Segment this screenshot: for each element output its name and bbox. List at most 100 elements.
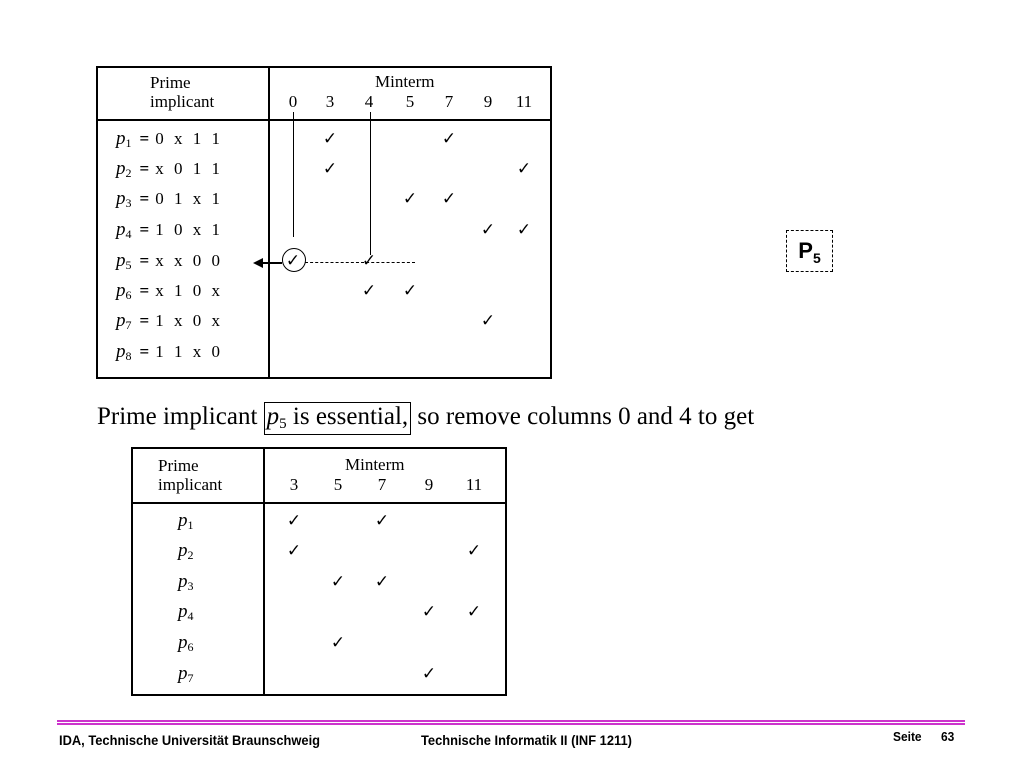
footer-bar bbox=[57, 720, 965, 725]
table-2-minterm-label: 5 bbox=[333, 475, 343, 494]
footer-bar-top bbox=[57, 720, 965, 722]
implicant-name: p bbox=[178, 571, 188, 592]
table-2-header-minterm: Minterm bbox=[345, 455, 405, 474]
sentence-after: so remove columns 0 and 4 to get bbox=[411, 403, 755, 430]
implicant-bits: 0 1 x 1 bbox=[155, 189, 221, 208]
table-1-row-label: p7 = 1 x 0 x bbox=[116, 310, 221, 333]
table-2-minterm-label: 3 bbox=[289, 475, 299, 494]
p5-annotation-box: P5 bbox=[786, 230, 833, 272]
table-1-minterm-label: 0 bbox=[288, 92, 298, 111]
table-1-divider-vertical bbox=[268, 68, 270, 379]
implicant-bits: 1 x 0 x bbox=[155, 311, 221, 330]
equals-sign: = bbox=[139, 189, 150, 208]
implicant-name: p bbox=[178, 663, 188, 684]
table-1-divider-horizontal bbox=[98, 119, 550, 121]
implicant-subscript: 6 bbox=[187, 640, 194, 654]
table-2-row-label: p2 bbox=[178, 540, 194, 563]
table-1-row-label: p6 = x 1 0 x bbox=[116, 280, 221, 303]
table-1-row-label: p2=x 0 1 1 bbox=[116, 158, 221, 181]
essential-circle bbox=[282, 248, 306, 272]
implicant-subscript: 2 bbox=[187, 548, 194, 562]
table-2-header-prime: Prime implicant bbox=[158, 456, 223, 494]
table-2-divider-vertical bbox=[263, 449, 265, 696]
check-mark-icon: ✓ bbox=[421, 602, 437, 621]
implicant-name: p bbox=[116, 250, 126, 271]
table-2-row-label: p4 bbox=[178, 601, 194, 624]
equals-sign: = bbox=[139, 220, 150, 239]
equals-sign: = bbox=[139, 281, 150, 300]
dashed-line bbox=[305, 262, 415, 263]
footer-center: Technische Informatik II (INF 1211) bbox=[421, 732, 632, 748]
check-mark-icon: ✓ bbox=[286, 541, 302, 560]
p5-annotation-label: P bbox=[798, 238, 813, 263]
implicant-bits: x 1 0 x bbox=[155, 281, 221, 300]
check-mark-icon: ✓ bbox=[322, 129, 338, 148]
implicant-name: p bbox=[178, 632, 188, 653]
check-mark-icon: ✓ bbox=[480, 220, 496, 239]
implicant-subscript: 1 bbox=[125, 136, 132, 150]
equals-sign: = bbox=[139, 311, 150, 330]
check-mark-icon: ✓ bbox=[402, 281, 418, 300]
table-1-minterm-label: 3 bbox=[325, 92, 335, 111]
implicant-name: p bbox=[178, 510, 188, 531]
implicant-subscript: 7 bbox=[125, 318, 132, 332]
sentence-sub: 5 bbox=[279, 416, 287, 432]
sentence-p: p bbox=[266, 403, 280, 430]
check-mark-icon: ✓ bbox=[466, 541, 482, 560]
table-1-row-label: p1=0 x 1 1 bbox=[116, 128, 221, 151]
table-1-minterm-label: 7 bbox=[444, 92, 454, 111]
minterm-0-vertical-line bbox=[293, 112, 294, 237]
table-1-row-label: p4=1 0 x 1 bbox=[116, 219, 221, 242]
implicant-name: p bbox=[116, 341, 126, 362]
implicant-bits: x x 0 0 bbox=[155, 251, 221, 270]
table-2-minterm-label: 11 bbox=[465, 475, 483, 494]
table-2-row-label: p7 bbox=[178, 663, 194, 686]
equals-sign: = bbox=[139, 342, 150, 361]
implicant-subscript: 6 bbox=[125, 288, 132, 302]
implicant-subscript: 2 bbox=[125, 166, 132, 180]
check-mark-icon: ✓ bbox=[361, 281, 377, 300]
check-mark-icon: ✓ bbox=[402, 189, 418, 208]
arrow-left-icon bbox=[253, 258, 263, 268]
footer-bar-bottom bbox=[57, 723, 965, 725]
check-mark-icon: ✓ bbox=[441, 189, 457, 208]
check-mark-icon: ✓ bbox=[330, 572, 346, 591]
essential-sentence: Prime implicant p5 is essential, so remo… bbox=[97, 402, 755, 435]
table-2-row-label: p6 bbox=[178, 632, 194, 655]
check-mark-icon: ✓ bbox=[374, 511, 390, 530]
check-mark-icon: ✓ bbox=[516, 159, 532, 178]
table-1-minterm-label: 4 bbox=[364, 92, 374, 111]
table-2-row-label: p3 bbox=[178, 571, 194, 594]
sentence-boxed: p5 is essential, bbox=[263, 402, 412, 435]
implicant-name: p bbox=[116, 280, 126, 301]
table-1-minterm-label: 9 bbox=[483, 92, 493, 111]
implicant-bits: 0 x 1 1 bbox=[155, 129, 221, 148]
table-2-minterm-label: 7 bbox=[377, 475, 387, 494]
footer-page-label: Seite bbox=[893, 729, 922, 744]
footer-page-number: 63 bbox=[941, 729, 955, 744]
table-2-minterm-label: 9 bbox=[424, 475, 434, 494]
check-mark-icon: ✓ bbox=[421, 664, 437, 683]
sentence-before: Prime implicant bbox=[97, 403, 264, 430]
implicant-bits: x 0 1 1 bbox=[155, 159, 221, 178]
implicant-subscript: 3 bbox=[125, 196, 132, 210]
p5-annotation-sub: 5 bbox=[812, 250, 821, 266]
equals-sign: = bbox=[139, 129, 150, 148]
table-1-minterm-label: 5 bbox=[405, 92, 415, 111]
implicant-subscript: 1 bbox=[187, 518, 194, 532]
sentence-boxed-rest: is essential, bbox=[286, 403, 409, 430]
table-2-divider-horizontal bbox=[133, 502, 505, 504]
implicant-name: p bbox=[116, 219, 126, 240]
implicant-name: p bbox=[116, 310, 126, 331]
check-mark-icon: ✓ bbox=[322, 159, 338, 178]
table-1-header-prime: Prime implicant bbox=[150, 73, 215, 111]
table-2-row-label: p1 bbox=[178, 510, 194, 533]
implicant-subscript: 4 bbox=[125, 227, 132, 241]
table-2 bbox=[131, 447, 507, 696]
implicant-subscript: 7 bbox=[187, 671, 194, 685]
implicant-name: p bbox=[178, 601, 188, 622]
check-mark-icon: ✓ bbox=[466, 602, 482, 621]
implicant-subscript: 4 bbox=[187, 609, 194, 623]
check-mark-icon: ✓ bbox=[516, 220, 532, 239]
implicant-name: p bbox=[116, 158, 126, 179]
